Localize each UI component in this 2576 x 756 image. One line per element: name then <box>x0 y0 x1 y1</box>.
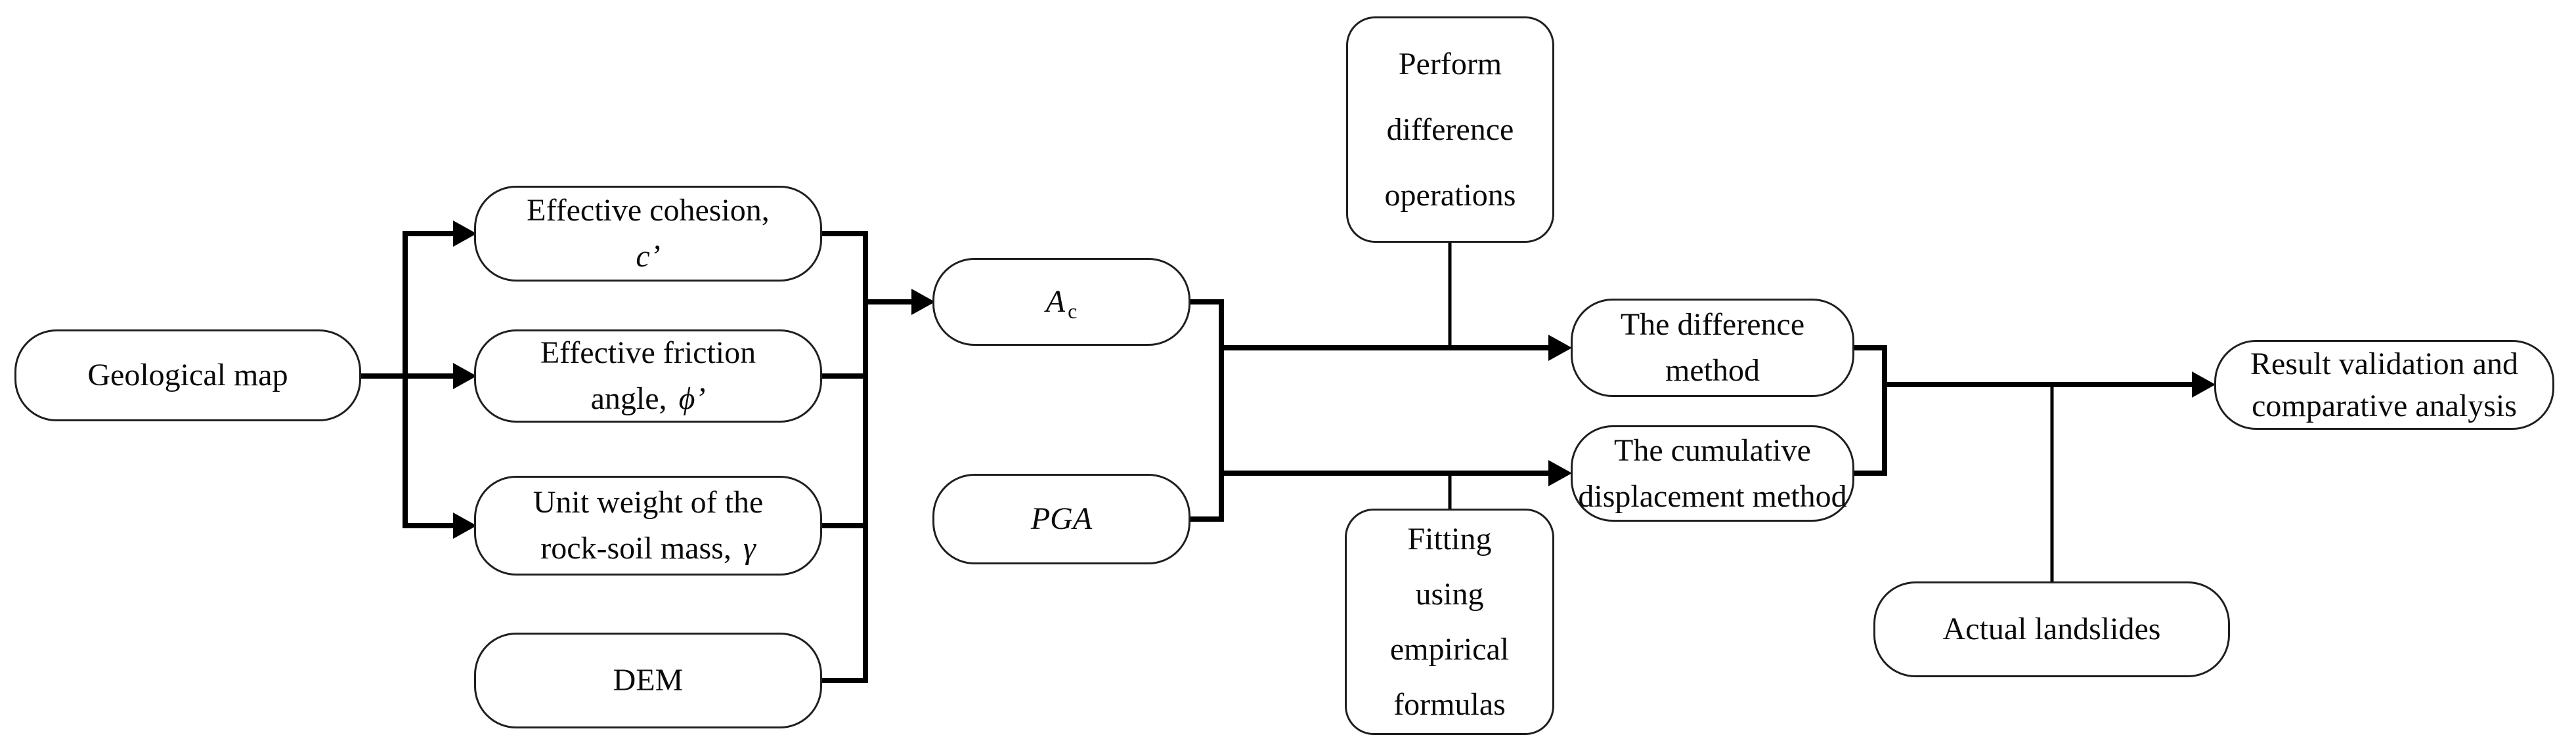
node-label-line: The difference <box>1620 307 1805 342</box>
node-label-line: Perform <box>1398 46 1502 81</box>
arrowhead-to-ac <box>911 289 935 315</box>
node-perform-difference: Perform difference operations <box>1346 16 1554 243</box>
node-label-line: Fitting <box>1407 521 1492 556</box>
ac-subscript: c <box>1068 299 1078 323</box>
node-label-line: operations <box>1384 177 1516 213</box>
node-fitting-empirical: Fitting using empirical formulas <box>1345 509 1554 735</box>
node-difference-method: The difference method <box>1571 299 1854 397</box>
node-label: Actual landslides <box>1942 612 2161 646</box>
node-label-text: rock-soil mass, <box>540 531 731 566</box>
node-actual-landslides: Actual landslides <box>1873 581 2230 677</box>
node-label-line: Unit weight of the <box>533 485 764 520</box>
node-label-line: c’ <box>636 234 660 280</box>
node-label-line: Effective friction <box>540 335 756 370</box>
node-geological-map: Geological map <box>14 329 361 421</box>
node-label-line: formulas <box>1393 686 1506 722</box>
node-pga: PGA <box>932 474 1190 564</box>
ac-symbol: A <box>1045 284 1066 319</box>
node-label-line: displacement method <box>1578 478 1847 514</box>
node-unit-weight: Unit weight of the rock-soil mass, γ <box>474 476 822 576</box>
node-label-line: Result validation and <box>2250 346 2518 381</box>
node-label-text: angle, <box>590 381 667 416</box>
node-label-line: difference <box>1386 112 1514 147</box>
node-label-line: empirical <box>1389 631 1510 667</box>
cohesion-symbol: c’ <box>636 239 661 274</box>
arrowhead-to-result-validation <box>2192 371 2216 398</box>
arrowhead-to-unit-weight <box>453 513 477 539</box>
node-label: PGA <box>1030 501 1093 536</box>
node-label-line: angle, ϕ’ <box>591 376 706 422</box>
node-effective-cohesion: Effective cohesion, c’ <box>474 186 822 282</box>
node-label-line: comparative analysis <box>2252 388 2517 423</box>
node-label-line: rock-soil mass, γ <box>540 526 756 572</box>
node-label-line: using <box>1415 576 1484 612</box>
arrowhead-to-friction <box>453 363 477 389</box>
node-dem: DEM <box>474 633 822 728</box>
node-label-line: method <box>1665 353 1760 388</box>
node-label-line: Effective cohesion, <box>527 193 770 228</box>
node-label: DEM <box>613 663 684 698</box>
node-label: Geological map <box>87 358 288 392</box>
phi-symbol: ϕ’ <box>678 381 706 416</box>
node-effective-friction: Effective friction angle, ϕ’ <box>474 329 822 423</box>
arrowhead-to-difference-method <box>1548 335 1572 361</box>
arrowhead-to-cohesion <box>453 220 477 247</box>
node-result-validation: Result validation and comparative analys… <box>2214 340 2554 430</box>
node-cumulative-method: The cumulative displacement method <box>1571 425 1854 522</box>
gamma-symbol: γ <box>743 531 756 566</box>
node-label-line: The cumulative <box>1614 432 1811 468</box>
arrowhead-to-cumulative-method <box>1548 460 1572 486</box>
